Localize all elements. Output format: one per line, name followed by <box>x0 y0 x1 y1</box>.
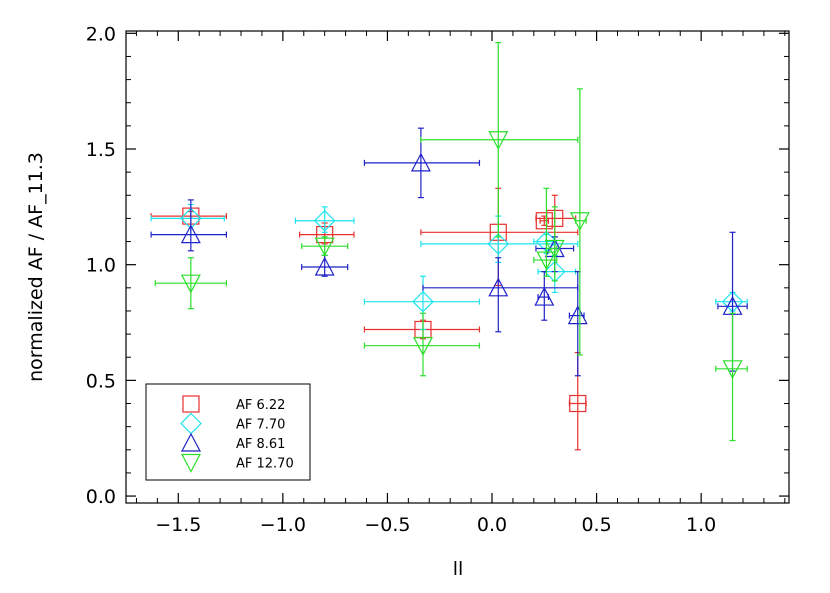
y-tick-label: 1.5 <box>86 139 116 161</box>
legend-marker <box>181 453 201 473</box>
legend-label: AF 8.61 <box>236 437 285 452</box>
data-point <box>422 257 579 333</box>
legend-item: AF 8.61 <box>181 432 285 452</box>
data-point <box>534 271 555 321</box>
x-tick-label: −1.0 <box>260 514 306 536</box>
data-point <box>363 312 481 377</box>
data-point <box>150 199 227 252</box>
data-point <box>154 257 227 310</box>
point-marker <box>567 305 588 325</box>
point-marker <box>569 394 587 413</box>
point-marker <box>412 337 433 356</box>
x-tick-label: −1.5 <box>155 514 201 536</box>
series-af-7-70 <box>150 203 748 331</box>
point-marker <box>412 290 434 313</box>
plot-frame <box>125 30 790 504</box>
data-point <box>533 187 558 277</box>
data-point <box>294 206 355 233</box>
point-marker <box>722 360 743 380</box>
legend-label: AF 6.22 <box>236 398 285 413</box>
x-axis-label: ll <box>453 558 464 580</box>
y-tick-label: 0.5 <box>86 370 116 392</box>
point-marker <box>488 277 509 297</box>
legend: AF 6.22 AF 7.70 AF 8.61 AF 12.70 <box>145 383 311 481</box>
y-tick-label: 1.0 <box>86 255 116 277</box>
point-marker <box>543 260 566 283</box>
point-marker <box>544 239 565 259</box>
series-af-12-70 <box>154 41 748 442</box>
series-af-8-61 <box>150 127 748 377</box>
point-marker <box>180 274 201 294</box>
point-marker <box>569 212 590 232</box>
data-point <box>569 88 590 356</box>
data-point <box>150 203 225 236</box>
point-marker <box>314 256 335 276</box>
legend-marker <box>181 432 201 452</box>
point-marker <box>410 152 431 172</box>
legend-item: AF 6.22 <box>182 395 285 413</box>
legend-label: AF 7.70 <box>236 418 285 433</box>
legend-marker <box>182 395 200 413</box>
point-marker <box>534 286 555 306</box>
data-point <box>363 127 481 199</box>
legend-items: AF 6.22 AF 7.70 AF 8.61 AF 12.70 <box>180 395 294 473</box>
data-point <box>715 312 748 442</box>
x-tick-label: −0.5 <box>364 514 410 536</box>
data-point <box>301 254 349 277</box>
x-tick-label: 0.5 <box>581 514 611 536</box>
legend-item: AF 12.70 <box>181 453 294 473</box>
point-marker <box>536 251 557 271</box>
series-layer <box>150 41 748 451</box>
data-point <box>298 222 355 245</box>
data-point <box>420 41 579 238</box>
data-point <box>544 206 565 282</box>
y-tick-label: 2.0 <box>86 23 116 45</box>
x-tick-label: 0.0 <box>477 514 507 536</box>
data-point <box>301 236 349 257</box>
point-marker <box>487 233 510 255</box>
point-marker <box>314 237 335 257</box>
y-axis-label: normalized AF / AF_11.3 <box>25 152 47 382</box>
data-point <box>715 290 748 313</box>
legend-label: AF 12.70 <box>236 457 294 472</box>
plot-area: −1.5 −1.0 −0.5 0.0 0.5 1.0 0.0 0.5 1.0 1.5 2.0 <box>86 23 790 536</box>
point-marker <box>313 209 336 232</box>
legend-frame <box>145 383 311 481</box>
y-tick-label: 0.0 <box>86 486 116 508</box>
point-marker <box>488 131 509 151</box>
point-marker <box>180 224 201 244</box>
axes-ticks: −1.5 −1.0 −0.5 0.0 0.5 1.0 0.0 0.5 1.0 1.5 2.0 <box>86 23 789 536</box>
x-tick-label: 1.0 <box>686 514 716 536</box>
data-point <box>567 271 588 377</box>
